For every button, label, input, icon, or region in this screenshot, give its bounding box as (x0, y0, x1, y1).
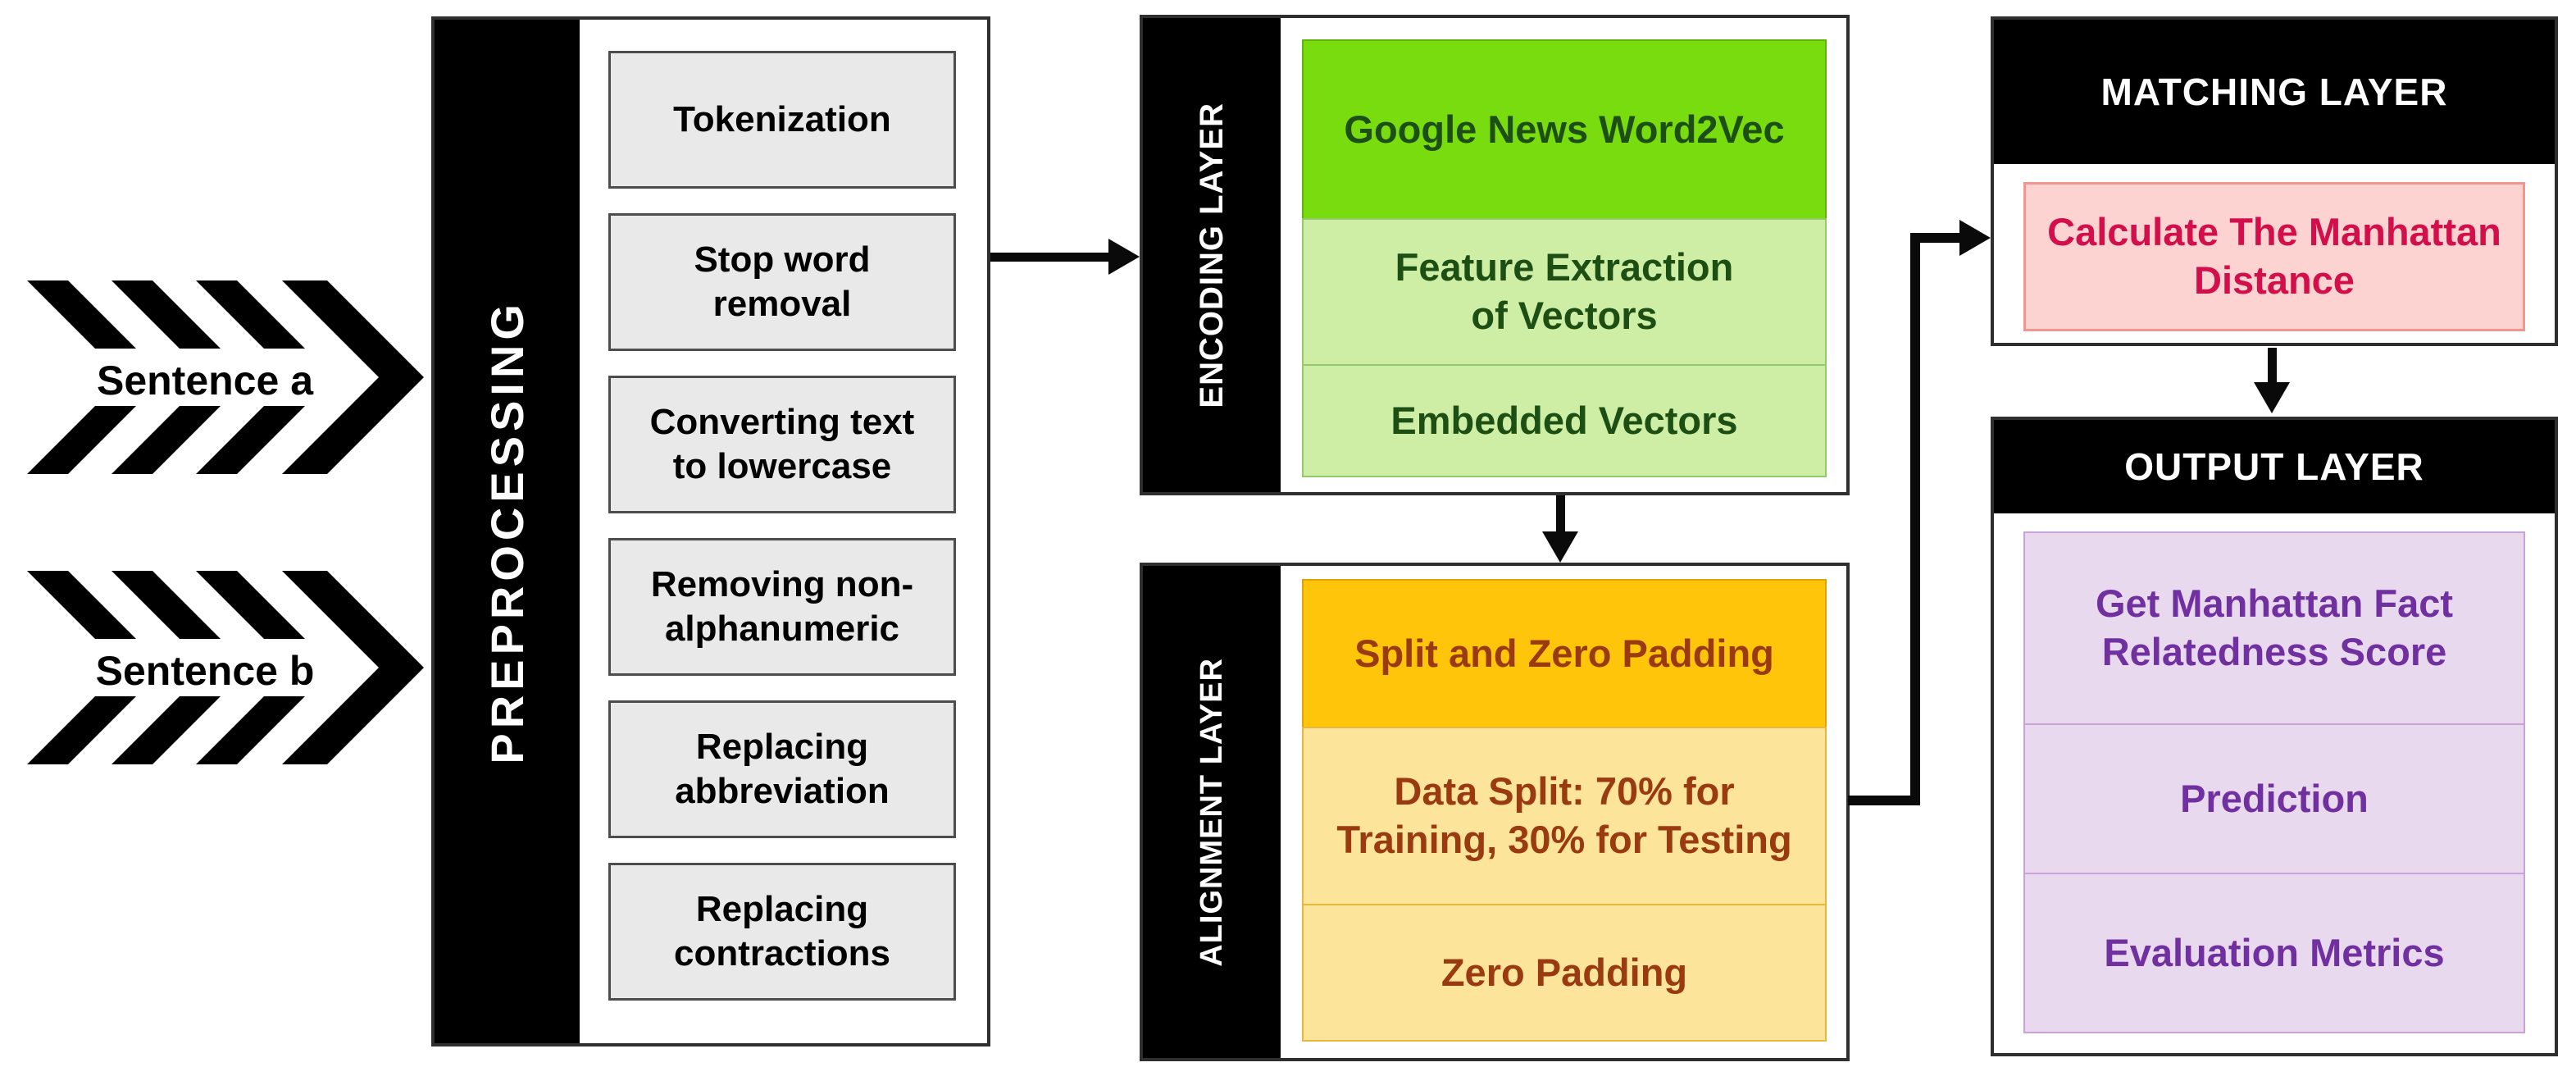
preprocessing-title: PREPROCESSING (481, 299, 533, 764)
arrow-down-icon (2254, 382, 2290, 413)
preprocessing-title-band: PREPROCESSING (435, 20, 580, 1043)
output-panel: OUTPUT LAYER Get Manhattan Fact Relatedn… (1991, 417, 2558, 1056)
alignment-cell-data-split: Data Split: 70% for Training, 30% for Te… (1302, 727, 1827, 905)
output-title: OUTPUT LAYER (2124, 445, 2424, 488)
chevron-icon (27, 406, 136, 474)
connector-alignment-to-matching-horizontal (1848, 796, 1920, 805)
big-chevron-icon (282, 571, 424, 764)
connector-alignment-to-matching-vertical (1910, 233, 1920, 805)
encoding-cell-embedded-vectors: Embedded Vectors (1302, 364, 1827, 477)
preprocessing-step-lowercase: Converting text to lowercase (608, 376, 956, 513)
alignment-title: ALIGNMENT LAYER (1194, 657, 1229, 967)
chevron-icon (112, 280, 221, 349)
arrow-down-icon (1542, 531, 1578, 563)
input-chevrons-sentence-b: Sentence b (27, 571, 424, 764)
output-title-band: OUTPUT LAYER (1994, 420, 2555, 513)
preprocessing-step-replace-contractions: Replacing contractions (608, 863, 956, 1001)
chevron-icon (196, 696, 305, 764)
input-chevrons-sentence-a: Sentence a (27, 280, 424, 474)
matching-title-band: MATCHING LAYER (1994, 20, 2555, 164)
preprocessing-step-tokenization: Tokenization (608, 51, 956, 189)
sentence-b-label: Sentence b (96, 648, 315, 694)
matching-panel: MATCHING LAYER Calculate The Manhattan D… (1991, 16, 2558, 346)
chevron-icon (112, 406, 221, 474)
arrow-preprocessing-to-encoding-shaft (990, 253, 1110, 262)
alignment-title-band: ALIGNMENT LAYER (1143, 566, 1281, 1058)
alignment-cell-zero-padding: Zero Padding (1302, 904, 1827, 1042)
output-cell-prediction: Prediction (2023, 723, 2525, 874)
connector-alignment-to-matching-top (1920, 233, 1961, 243)
encoding-title: ENCODING LAYER (1193, 102, 1230, 408)
chevron-icon (196, 406, 305, 474)
preprocessing-step-remove-nonalphanumeric: Removing non- alphanumeric (608, 538, 956, 676)
chevron-icon (112, 571, 221, 639)
chevron-icon (112, 696, 221, 764)
chevron-icon (27, 696, 136, 764)
preprocessing-step-stop-word-removal: Stop word removal (608, 213, 956, 351)
matching-title: MATCHING LAYER (2100, 71, 2448, 113)
output-cell-relatedness-score: Get Manhattan Fact Relatedness Score (2023, 531, 2525, 725)
encoding-cell-word2vec: Google News Word2Vec (1302, 39, 1827, 220)
arrow-right-icon (1959, 220, 1991, 256)
preprocessing-panel: PREPROCESSING Tokenization Stop word rem… (431, 16, 990, 1046)
chevron-icon (196, 571, 305, 639)
arrow-matching-to-output-shaft (2268, 348, 2277, 384)
chevron-icon (27, 571, 136, 639)
big-chevron-icon (282, 280, 424, 474)
encoding-panel: ENCODING LAYER Google News Word2Vec Feat… (1140, 15, 1850, 495)
preprocessing-step-replace-abbreviation: Replacing abbreviation (608, 700, 956, 838)
chevron-icon (27, 280, 136, 349)
alignment-panel: ALIGNMENT LAYER Split and Zero Padding D… (1140, 563, 1850, 1061)
arrow-encoding-to-alignment-shaft (1556, 495, 1565, 533)
encoding-title-band: ENCODING LAYER (1143, 18, 1281, 492)
encoding-cell-feature-extraction: Feature Extraction of Vectors (1302, 218, 1827, 366)
output-cell-evaluation-metrics: Evaluation Metrics (2023, 873, 2525, 1033)
alignment-cell-split-zero-padding: Split and Zero Padding (1302, 579, 1827, 728)
matching-cell-manhattan-distance: Calculate The Manhattan Distance (2023, 182, 2525, 331)
sentence-a-label: Sentence a (97, 358, 314, 404)
chevron-icon (196, 280, 305, 349)
arrow-right-icon (1108, 239, 1140, 275)
